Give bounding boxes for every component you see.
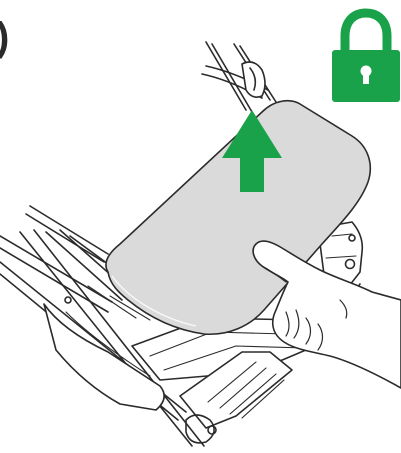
seat-frame-upper	[202, 42, 276, 112]
lock-closed-icon	[332, 13, 400, 102]
step-marker-fragment: )	[0, 15, 9, 59]
